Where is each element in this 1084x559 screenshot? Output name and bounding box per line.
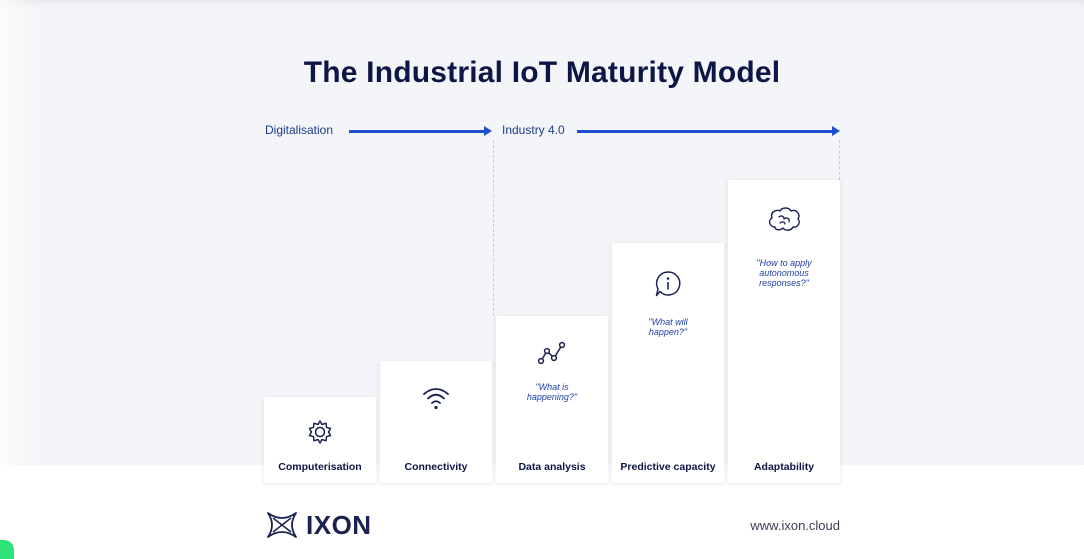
step-predictive-capacity: "What will happen?" Predictive capacity <box>612 243 724 483</box>
brand-accent-corner <box>0 540 14 559</box>
wifi-icon <box>423 388 449 410</box>
ixon-brand-wordmark: IXON <box>306 510 372 540</box>
brain-icon <box>768 207 800 231</box>
page-title: The Industrial IoT Maturity Model <box>303 56 781 89</box>
phase-end-line <box>839 140 840 180</box>
step-label: Computerisation <box>278 461 362 473</box>
info-chat-icon <box>655 271 681 297</box>
step-label: Data analysis <box>518 461 586 473</box>
digitalisation-arrow-head <box>484 126 492 136</box>
step-computerisation: Computerisation <box>264 397 376 483</box>
step-question: "What will happen?" <box>648 317 688 337</box>
step-adaptability: "How to apply autonomous responses?" Ada… <box>728 180 840 483</box>
step-label: Connectivity <box>404 461 468 473</box>
step-data-analysis: "What is happening?" Data analysis <box>496 316 608 483</box>
industry-4-arrow-head <box>832 126 840 136</box>
step-question: "What is happening?" <box>526 382 578 402</box>
background-fade <box>0 0 40 465</box>
ixon-logo-icon <box>267 512 297 538</box>
industry-4-arrow-line <box>577 130 833 133</box>
step-connectivity: Connectivity <box>380 361 492 483</box>
step-label: Predictive capacity <box>620 461 716 473</box>
digitalisation-arrow-line <box>349 130 485 133</box>
website-url: www.ixon.cloud <box>750 518 840 533</box>
graph-icon <box>537 341 566 365</box>
step-label: Adaptability <box>753 461 815 473</box>
phase-label-digitalisation: Digitalisation <box>265 123 334 137</box>
step-question: "How to apply autonomous responses?" <box>756 258 812 288</box>
phase-label-industry-4: Industry 4.0 <box>502 123 565 137</box>
phase-divider-line <box>493 140 494 316</box>
gear-icon <box>308 420 332 444</box>
